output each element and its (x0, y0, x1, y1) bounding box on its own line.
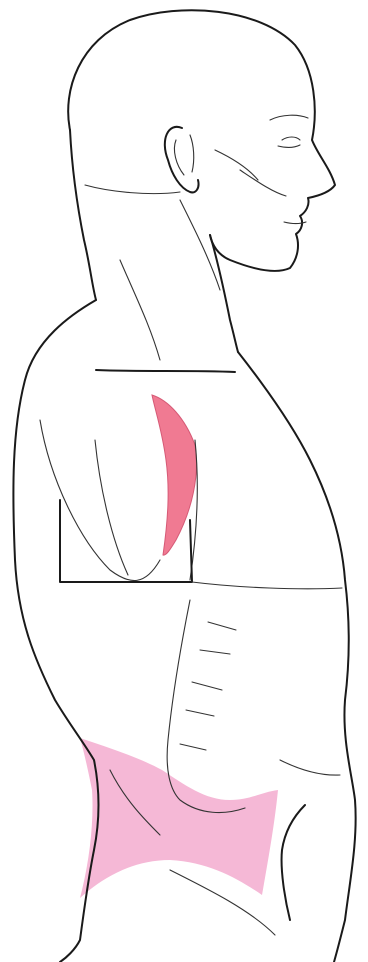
neck-muscle-2 (120, 260, 160, 360)
rib-4 (186, 710, 214, 716)
arm-back (40, 420, 160, 581)
back-outline (13, 300, 98, 962)
rib-3 (192, 682, 222, 690)
neck-front (210, 235, 238, 352)
jaw-neck (85, 185, 180, 194)
face-contour (215, 150, 258, 180)
hip-line (282, 805, 305, 920)
chest-line (192, 582, 342, 589)
arm-mid (95, 440, 128, 575)
brow (270, 115, 308, 120)
eye (282, 137, 300, 140)
rib-1 (208, 622, 236, 630)
rib-2 (200, 650, 230, 654)
ear-inner (174, 140, 184, 175)
shoulder-top (96, 370, 235, 372)
rib-5 (180, 744, 206, 750)
neck-back (70, 130, 96, 300)
flank-line (167, 600, 245, 813)
eye-lid (278, 145, 300, 147)
ear-detail (190, 135, 194, 172)
head-outline (68, 10, 335, 271)
cheek-line (240, 170, 286, 196)
belly-contour (280, 760, 340, 775)
